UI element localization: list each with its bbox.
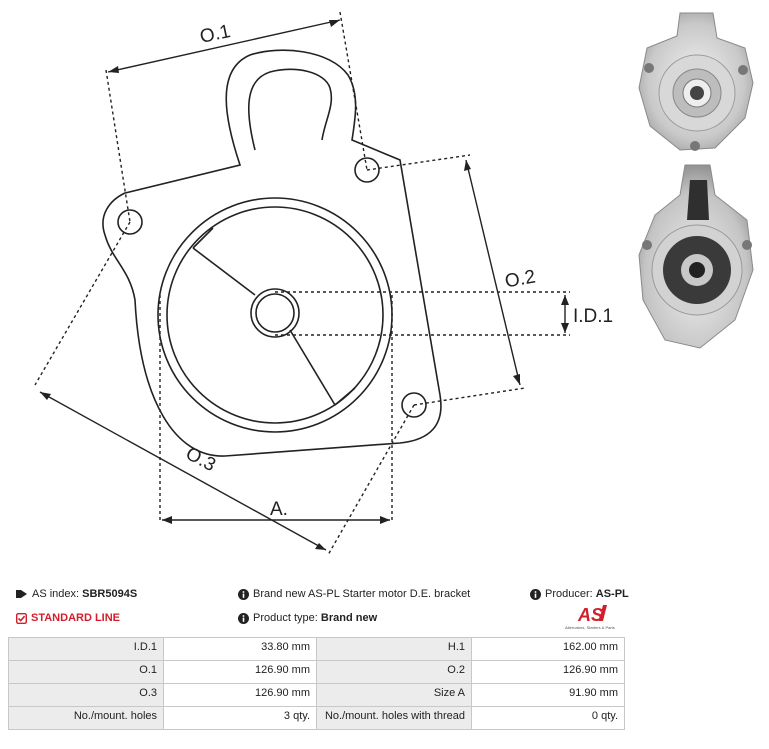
center-bore-outer bbox=[250, 288, 300, 338]
spec-label: O.3 bbox=[8, 683, 164, 707]
spec-value: 3 qty. bbox=[163, 706, 317, 730]
description-text: Brand new AS-PL Starter motor D.E. brack… bbox=[253, 588, 471, 600]
product-type-label: Product type: bbox=[253, 612, 318, 624]
producer-label: Producer: bbox=[545, 588, 593, 600]
bracket-photo-rear bbox=[638, 164, 754, 349]
producer-row: Producer: AS-PL bbox=[530, 588, 629, 600]
label-a: A. bbox=[270, 499, 288, 520]
spec-label: O.1 bbox=[8, 660, 164, 684]
spec-label: I.D.1 bbox=[8, 637, 164, 661]
spec-value: 126.90 mm bbox=[471, 660, 625, 684]
table-row: No./mount. holes 3 qty. No./mount. holes… bbox=[8, 706, 625, 730]
check-square-icon bbox=[16, 612, 27, 624]
product-type-value: Brand new bbox=[320, 612, 378, 624]
as-index-row: AS index: SBR5094S bbox=[16, 588, 137, 600]
bracket-technical-drawing: O.1 O.2 O.3 A. I.D.1 bbox=[34, 11, 613, 556]
description-row: Brand new AS-PL Starter motor D.E. brack… bbox=[238, 588, 470, 600]
producer-value: AS-PL bbox=[595, 588, 629, 600]
product-type-row: Product type: Brand new bbox=[238, 612, 377, 624]
flange-outline bbox=[102, 49, 442, 457]
spec-value: 162.00 mm bbox=[471, 637, 625, 661]
table-row: O.1 126.90 mm O.2 126.90 mm bbox=[8, 660, 625, 684]
cutout-sector bbox=[192, 227, 356, 406]
spec-label: H.1 bbox=[316, 637, 472, 661]
spec-value: 126.90 mm bbox=[163, 660, 317, 684]
tag-icon bbox=[16, 590, 27, 599]
spec-label: O.2 bbox=[316, 660, 472, 684]
spec-value: 91.90 mm bbox=[471, 683, 625, 707]
outer-ring bbox=[157, 197, 393, 433]
info-icon bbox=[238, 588, 249, 600]
spec-label: No./mount. holes bbox=[8, 706, 164, 730]
top-loop-inner bbox=[247, 68, 333, 151]
as-pl-logo: AS Alternators, Starters & Parts bbox=[565, 605, 615, 630]
spec-value: 0 qty. bbox=[471, 706, 625, 730]
bracket-photo-front bbox=[638, 12, 754, 151]
standard-line-badge: STANDARD LINE bbox=[16, 612, 120, 624]
inner-ring bbox=[166, 206, 384, 424]
mount-hole-left bbox=[117, 209, 143, 235]
spec-table: I.D.1 33.80 mm H.1 162.00 mm O.1 126.90 … bbox=[8, 637, 625, 730]
label-o1: O.1 bbox=[198, 21, 232, 48]
svg-text:Alternators, Starters & Parts: Alternators, Starters & Parts bbox=[565, 625, 615, 630]
label-id1: I.D.1 bbox=[573, 306, 613, 327]
standard-line-label: STANDARD LINE bbox=[31, 612, 121, 624]
as-index-label: AS index: bbox=[32, 588, 80, 600]
mount-hole-bottom-right bbox=[401, 392, 427, 418]
table-row: I.D.1 33.80 mm H.1 162.00 mm bbox=[8, 637, 625, 661]
spec-value: 126.90 mm bbox=[163, 683, 317, 707]
info-icon bbox=[530, 588, 541, 600]
spec-label: Size A bbox=[316, 683, 472, 707]
svg-text:AS: AS bbox=[577, 605, 603, 625]
info-icon bbox=[238, 612, 249, 624]
spec-label: No./mount. holes with thread bbox=[316, 706, 472, 730]
table-row: O.3 126.90 mm Size A 91.90 mm bbox=[8, 683, 625, 707]
mount-hole-top-right bbox=[354, 157, 380, 183]
as-index-value: SBR5094S bbox=[82, 588, 138, 600]
spec-value: 33.80 mm bbox=[163, 637, 317, 661]
label-o3: O.3 bbox=[182, 443, 219, 476]
center-bore-inner bbox=[255, 293, 295, 333]
label-o2: O.2 bbox=[503, 266, 537, 292]
